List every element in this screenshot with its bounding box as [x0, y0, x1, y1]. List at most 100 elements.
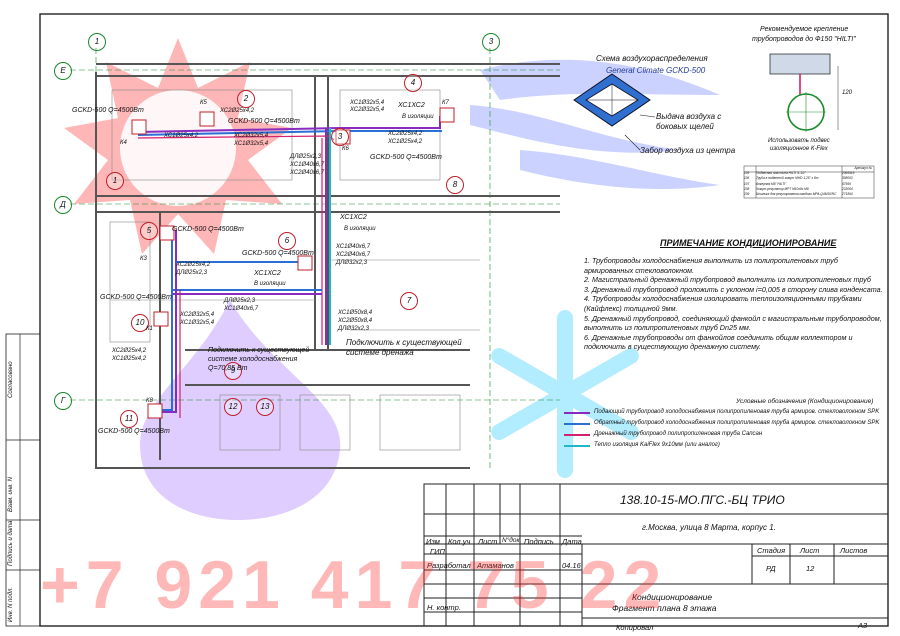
pipe-label-x: ХС2Ø25х4,2: [112, 348, 147, 354]
iso-label-3: В изоляции: [254, 281, 286, 287]
spec-row: 208 Хомут-регулятор MPT M10x9x M8 233064: [744, 187, 874, 192]
unit-label-2: GCKD-500 Q=4500Вт: [228, 118, 300, 125]
pipe-label-p: ДЛØ32х2,3: [336, 260, 368, 266]
scheme-unit: General Climate GCKD-500: [606, 66, 706, 75]
room-12: 12: [224, 398, 242, 416]
pipe-label-f: ХС2Ø32х5,4: [350, 107, 385, 113]
axis-e: Е: [54, 62, 72, 80]
pipe-label-t: ХС2Ø50х8,4: [338, 318, 373, 324]
room-7: 7: [400, 292, 418, 310]
connect-chilled-note: Подключить к существующей системе холодо…: [208, 347, 310, 372]
unit-label-3: GCKD-500 Q=4500Вт: [370, 154, 442, 161]
pipe-label-n: ХС1Ø40х6,7: [336, 244, 371, 250]
pipe-label-l: ХС2Ø25х4,2: [176, 262, 211, 268]
note-item-5: 5. Дренажный трубопровод, соединяющий фа…: [584, 313, 882, 333]
side-agreed: Согласовано: [8, 361, 14, 398]
room-8: 8: [446, 176, 464, 194]
pipe-label-y: ХС1Ø25х4,2: [112, 356, 147, 362]
stamp-address: г.Москва, улица 8 Марта, корпус 1.: [642, 523, 776, 532]
connect-drain-note: Подключить к существующей системе дренаж…: [346, 338, 462, 357]
stamp-sheets-h: Листов: [840, 546, 868, 555]
spec-cell: 208: [744, 186, 750, 191]
iso-label-2: В изоляции: [344, 226, 376, 232]
side-replace: Взам. инв. N: [8, 477, 14, 512]
room-11: 11: [120, 410, 138, 428]
pipe-label-u: ДЛØ32х2,3: [338, 326, 370, 332]
pipe-label-k: ХС2Ø40х6,7: [290, 170, 325, 176]
room-10: 10: [131, 314, 149, 332]
room-9: 9: [224, 362, 242, 380]
unit-label-5: GCKD-500 Q=4500Вт: [242, 250, 314, 257]
room-2: 2: [237, 90, 255, 108]
stamp-stage: РД: [766, 564, 776, 573]
hilti-mount-detail: [769, 53, 839, 132]
spec-cell: 106: [744, 176, 750, 181]
stamp-author: Атаманов: [477, 561, 514, 570]
tag-k8: К8: [146, 398, 153, 404]
spec-cell: Подвесная пластина HILTI S-1/2": [756, 171, 806, 176]
mount-title-1: Рекомендуемое крепление: [760, 26, 849, 33]
spec-cell: 271864: [842, 192, 853, 197]
room-3: 3: [331, 128, 349, 146]
note-item-1: 1. Трубопроводы холодоснабжения выполнит…: [584, 256, 838, 275]
pipe-label-a: ХС2Ø25х4,2: [220, 108, 255, 114]
axis-3: 3: [482, 33, 500, 51]
diffuser-scheme: [573, 73, 656, 151]
tag-k5: К5: [200, 100, 207, 106]
axis-g: Г: [54, 392, 72, 410]
spec-table: Артикул № 105 Подвесная пластина HILTI S-…: [744, 166, 874, 197]
stamp-h-izm: Изм: [426, 537, 440, 546]
stamp-h-list: Лист: [478, 537, 498, 546]
stamp-h-doc: N°док.: [502, 537, 522, 544]
tag-k3: К3: [140, 256, 147, 262]
mount-title-2: трубопроводов до Ф150 "HILTI": [752, 36, 856, 43]
pipe-label-e: ХС1Ø32х5,4: [350, 100, 385, 106]
stamp-kopir: Копировал: [616, 623, 654, 632]
pipe-label-q: ДЛØ25х2,3: [224, 298, 256, 304]
axis-1: 1: [88, 33, 106, 51]
tag-k1: К1: [146, 326, 153, 332]
room-4: 4: [404, 74, 422, 92]
room-13: 13: [256, 398, 274, 416]
unit-label-1: GCKD-500 Q=4500Вт: [72, 107, 144, 114]
stamp-format: А3: [858, 621, 868, 630]
spec-cell: Хомут-регулятор MPT M10x9x M8: [756, 186, 809, 191]
stamp-h-kol: Кол.уч: [448, 537, 471, 546]
pipe-label-h: ХС1Ø25х4,2: [388, 139, 423, 145]
stamp-h-sign: Подпись: [524, 537, 554, 546]
pipe-label-w: ХС1Ø32х5,4: [180, 320, 215, 326]
stamp-title-2: Фрагмент плана 8 этажа: [612, 603, 717, 613]
pipe-label-b: ХС1Ø25х4,2: [164, 133, 199, 139]
unit-label-6: GCKD-500 Q=4500Вт: [100, 294, 172, 301]
spec-cell: 105: [744, 171, 750, 176]
mount-cap-1: Использовать подвес: [768, 138, 830, 144]
stamp-razrab: Разработал: [427, 561, 471, 570]
room-5: 5: [140, 222, 158, 240]
notes-list: 1. Трубопроводы холодоснабжения выполнит…: [584, 256, 884, 352]
scheme-out: Выдача воздуха с боковых щелей: [656, 112, 722, 131]
legend-item-1: Подающий трубопровод холодоснабжения пол…: [594, 409, 880, 415]
pipe-label-c: ХС2Ø32х5,4: [234, 133, 269, 139]
spec-cell: Анкерная М8 "HILTI": [756, 181, 787, 186]
stamp-code: 138.10-15-МО.ПГС.-БЦ ТРИО: [620, 493, 785, 507]
unit-label-7: GCKD-500 Q=4500Вт: [98, 428, 170, 435]
spec-cell: Шпилька для регулирования каждого МРА-Q4…: [756, 192, 837, 197]
pipe-label-m: ДЛØ25х2,3: [176, 270, 208, 276]
room-1: 1: [106, 172, 124, 190]
stamp-stage-h: Стадия: [757, 546, 786, 555]
riser-label-3: ХС1ХС2: [254, 270, 281, 277]
side-inv: Инв. N подл.: [8, 586, 14, 622]
pipe-label-j: ХС1Ø40х6,7: [290, 162, 325, 168]
spec-cell: 233064: [842, 186, 853, 191]
stamp-nkontr: Н. контр.: [427, 603, 461, 612]
riser-label-2: ХС1ХС2: [340, 214, 367, 221]
legend-item-4: Тепло изоляция KaiFlex 9х10мм (или анало…: [594, 442, 720, 448]
side-sign-date: Подпись и дата: [8, 520, 14, 566]
stamp-title-1: Кондиционирование: [632, 592, 713, 602]
spec-head: Артикул №: [854, 166, 872, 170]
note-item-6: 6. Дренажные трубопроводы от фанкойлов с…: [584, 332, 853, 352]
